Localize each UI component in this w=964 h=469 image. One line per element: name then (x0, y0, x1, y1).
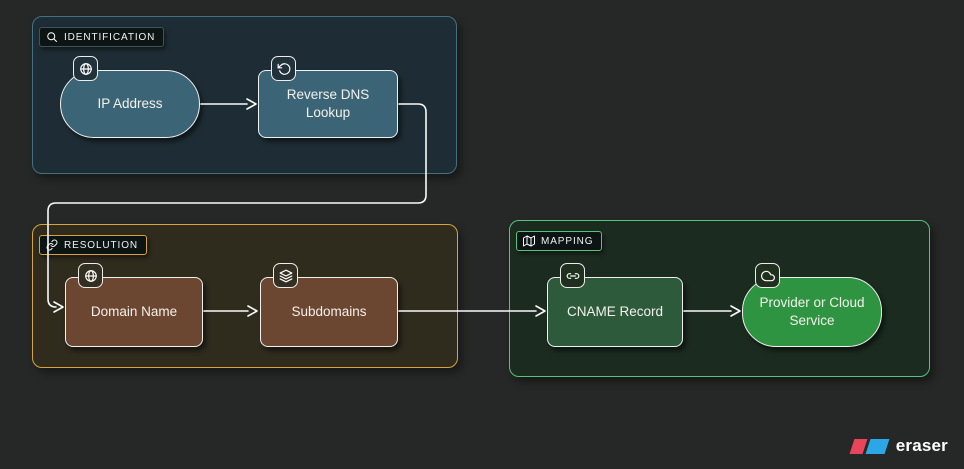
node-label: Domain Name (90, 304, 178, 320)
node-ip-address[interactable]: IP Address (60, 56, 200, 138)
node-label: IP Address (97, 96, 163, 112)
node-provider-or-cloud-service[interactable]: Provider or Cloud Service (742, 263, 882, 347)
group-label-resolution: RESOLUTION (39, 235, 148, 255)
group-label-identification: IDENTIFICATION (39, 27, 165, 47)
group-label-text: MAPPING (541, 235, 594, 247)
node-label: Provider or Cloud Service (759, 295, 865, 328)
layers-icon (273, 263, 298, 288)
node-domain-name[interactable]: Domain Name (65, 263, 203, 347)
node-cname-record[interactable]: CNAME Record (547, 263, 683, 347)
group-label-mapping: MAPPING (516, 231, 603, 251)
rotate-ccw-icon (271, 56, 296, 81)
map-icon (523, 235, 535, 247)
eraser-logo-blue-icon (865, 438, 890, 454)
globe-icon (73, 56, 98, 81)
globe-icon (78, 263, 103, 288)
group-label-text: RESOLUTION (64, 239, 139, 251)
link-horizontal-icon (560, 263, 585, 288)
node-label: Reverse DNS Lookup (286, 87, 370, 120)
eraser-logo-red-icon (849, 438, 868, 454)
eraser-brand-text: eraser (895, 436, 948, 455)
group-label-text: IDENTIFICATION (64, 31, 156, 43)
node-label: CNAME Record (566, 304, 664, 320)
cloud-icon (755, 263, 780, 288)
eraser-watermark[interactable]: eraser (849, 436, 948, 456)
node-subdomains[interactable]: Subdomains (260, 263, 398, 347)
node-label: Subdomains (291, 304, 367, 320)
search-icon (47, 32, 57, 42)
node-reverse-dns-lookup[interactable]: Reverse DNS Lookup (258, 56, 398, 138)
link-icon (46, 239, 58, 251)
